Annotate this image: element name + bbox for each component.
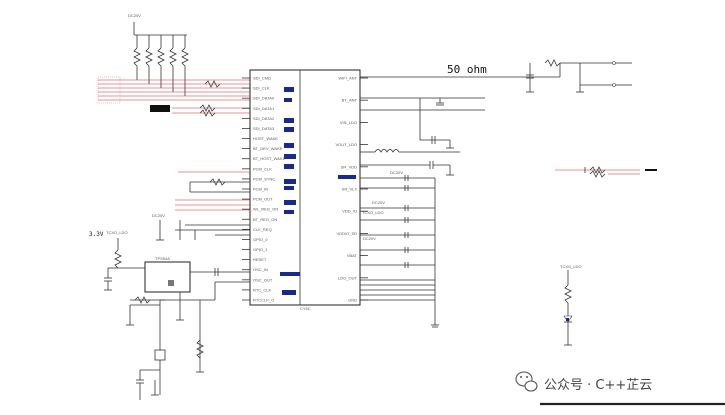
tcxo-ldo-left-label: TCXO_LDO <box>106 230 128 235</box>
left-pin-label: OSC_OUT <box>253 277 273 282</box>
left-pin-label: BT_DEV_WAKE <box>253 146 283 151</box>
resistor-r1 <box>133 35 141 80</box>
left-pin-label: PCM_IN <box>253 187 268 192</box>
ldo-decoupling <box>360 97 485 149</box>
left-pin-label: RTC_CLK <box>253 287 271 292</box>
regulator-circuit: TPS54A DC20V <box>104 213 250 326</box>
dc20v-left-label: DC20V <box>152 213 165 218</box>
left-pin-label: PCM_SYNC <box>253 176 275 181</box>
left-control-wires <box>175 171 250 236</box>
watermark: 公众号 · C++芷云 <box>515 371 652 393</box>
resistor-r3 <box>157 35 165 88</box>
left-pin-label: SDI_DATA3 <box>253 126 275 131</box>
crystal-oscillator <box>136 281 250 400</box>
right-pin-group: WIFI_ANT BT_ANT VIN_LDO VOUT_LDO SR_VDD SR_VL… <box>335 76 368 303</box>
impedance-label: 50 ohm <box>447 63 487 76</box>
resistor-r4 <box>169 35 177 92</box>
right-pin-label: VDDIO_SD <box>337 231 358 236</box>
wechat-icon <box>515 371 538 392</box>
left-pin-label: SDI_CMD <box>253 76 271 81</box>
dc20v-top-label: DC20V <box>128 13 141 18</box>
left-pin-label: CLK_REQ <box>253 227 272 232</box>
right-pin-label: SR_VLX <box>342 187 358 192</box>
left-pin-label: RESET <box>253 257 267 262</box>
right-pin-label: VOUT_LDO <box>335 142 357 147</box>
black-net-tag-left <box>150 105 170 112</box>
left-pin-label: BT_HOST_WAKE <box>253 156 286 161</box>
left-pin-label: HOST_WAKE <box>253 136 278 141</box>
right-auxiliary: TCXO_LDO <box>555 166 657 346</box>
rf-path <box>360 59 632 93</box>
left-pin-label: PCM_CLK <box>253 166 272 171</box>
left-pin-label: GPIO_1 <box>253 247 268 252</box>
chip-name-label: CY8C <box>300 306 311 311</box>
main-ic: CY8C <box>249 69 361 311</box>
left-pin-label: BT_REG_ON <box>253 217 277 222</box>
watermark-text: 公众号 · C++芷云 <box>544 377 652 393</box>
left-pin-label: SDI_DATA2 <box>253 116 275 121</box>
right-pin-label: SR_VDD <box>341 164 357 169</box>
left-pin-label: SDI_DATA1 <box>253 106 275 111</box>
left-pin-label: SDI_DATA0 <box>253 96 275 101</box>
left-pin-label: PCM_OUT <box>253 197 273 202</box>
right-pin-label: LDO_OUT <box>338 275 357 280</box>
tcxo-ldo-right-label: TCXO_LDO <box>560 264 582 269</box>
left-pin-label: OSC_IN <box>253 267 268 272</box>
wake-resistors <box>172 104 250 117</box>
resistor-r5 <box>181 35 189 96</box>
voltage-label: 3.3V <box>89 231 104 238</box>
right-pin-label: WIFI_ANT <box>338 76 357 81</box>
left-pin-group: SDI_CMD SDI_CLK SDI_DATA0SDI_DATA1SDI_DATA… <box>242 76 286 303</box>
buck-inductor <box>360 149 460 176</box>
right-pin-label: GND <box>348 298 357 303</box>
left-pin-label: SDI_CLK <box>253 86 270 91</box>
dc20v-mid2-label: DC20V <box>372 200 385 205</box>
left-pin-label: GPIO_0 <box>253 237 268 242</box>
dc20v-mid1-label: DC20V <box>390 170 403 175</box>
left-pin-label: WL_REG_ON <box>253 207 278 212</box>
right-pin-label: BT_ANT <box>342 98 358 103</box>
left-pin-label: RTCCLK_O <box>253 298 274 303</box>
right-pin-label: VIN_LDO <box>340 120 357 125</box>
right-pin-label: VBAT <box>347 253 358 258</box>
dc20v-mid3-label: DC20V <box>363 236 376 241</box>
right-pin-label: VDD_IO <box>342 209 357 214</box>
resistor-r2 <box>145 35 153 84</box>
pullup-resistor-bank: DC20V <box>97 13 250 104</box>
power-rail-caps: DC20V DC20V DC20V TCXO_LDO <box>360 170 439 328</box>
regulator-name-label: TPS54A <box>155 256 170 261</box>
tcxo-ldo-mid-label: TCXO_LDO <box>362 210 384 215</box>
